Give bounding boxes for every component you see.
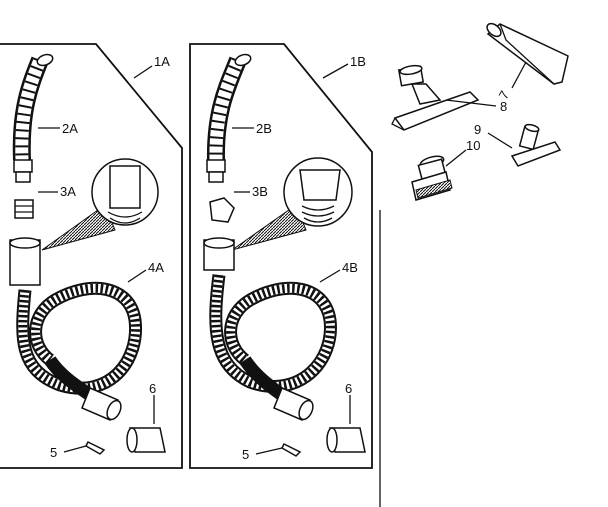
panel-a-border (0, 43, 183, 469)
label-1a: 1A (154, 54, 170, 69)
hose-4b (203, 237, 337, 421)
label-3b: 3B (252, 184, 268, 199)
crevice-tool-7 (486, 22, 569, 85)
leader-1a (133, 65, 153, 79)
label-6a: 6 (149, 381, 156, 396)
label-1b: 1B (350, 54, 366, 69)
panel-kit-b: 1B 2B 3B (189, 43, 373, 469)
label-8: 8 (500, 99, 507, 114)
label-4b: 4B (342, 260, 358, 275)
label-2b: 2B (256, 121, 272, 136)
floor-tool-8 (391, 64, 480, 131)
wand-2a (12, 53, 54, 183)
clip-5b (281, 442, 302, 457)
label-2a: 2A (62, 121, 78, 136)
panel-b-border (189, 43, 373, 469)
wand-2b (206, 53, 252, 183)
upholstery-tool-9 (510, 123, 562, 167)
clip-5a (85, 440, 106, 455)
label-9: 9 (474, 122, 481, 137)
detail-callout-b (231, 157, 353, 251)
label-3a: 3A (60, 184, 76, 199)
cuff-6a (126, 427, 166, 453)
cuff-6b (326, 427, 366, 453)
label-4a: 4A (148, 260, 164, 275)
adapter-3a (14, 199, 34, 219)
label-5b: 5 (242, 447, 249, 462)
label-10: 10 (466, 138, 480, 153)
label-6b: 6 (345, 381, 352, 396)
dusting-brush-10 (411, 155, 453, 201)
hose-4a (9, 237, 143, 421)
detail-callout-a (41, 158, 159, 251)
label-5a: 5 (50, 445, 57, 460)
adapter-3b (209, 197, 235, 223)
panel-kit-a: 1A 2A 3A (0, 43, 183, 469)
